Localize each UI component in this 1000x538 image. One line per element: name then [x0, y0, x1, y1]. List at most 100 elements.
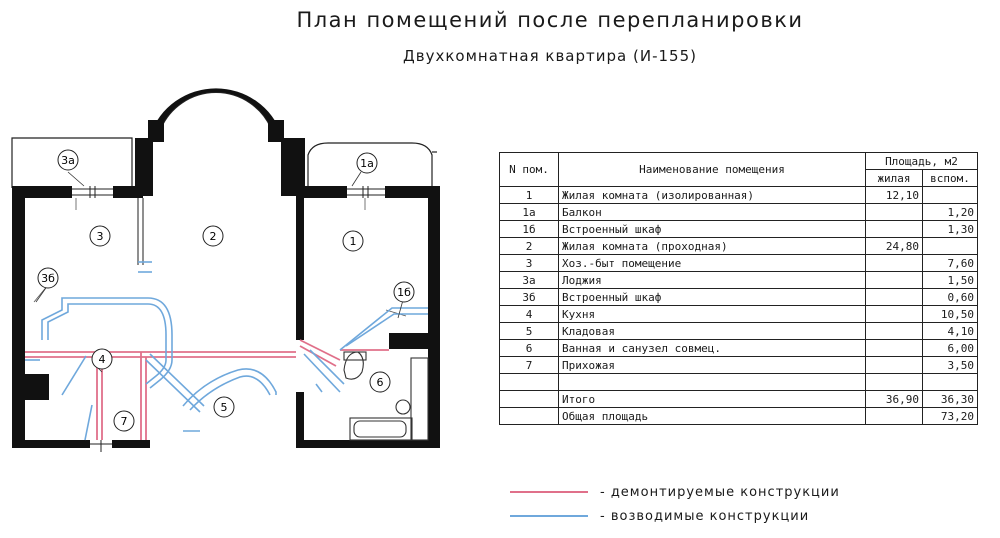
room-label-7: 7	[113, 410, 135, 432]
room-label-1a: 1а	[356, 152, 378, 174]
leader-lines	[35, 171, 404, 373]
living-area-cell	[865, 407, 923, 425]
aux-area-cell: 3,50	[922, 356, 978, 374]
room-number-cell: 3б	[499, 288, 559, 306]
room-label-text: 1а	[360, 157, 374, 170]
room-label-text: 2	[210, 230, 217, 243]
aux-area-cell	[922, 186, 978, 204]
living-area-cell	[865, 339, 923, 357]
room-number-cell: 3а	[499, 271, 559, 289]
loggia-3a-outline	[11, 137, 133, 188]
aux-area-cell	[922, 237, 978, 255]
header-room-name: Наименование помещения	[558, 152, 866, 187]
room-name-cell: Жилая комната (изолированная)	[558, 186, 866, 204]
aux-area-cell: 7,60	[922, 254, 978, 272]
room-label-2: 2	[202, 225, 224, 247]
room-name-cell	[558, 373, 866, 391]
table-row	[499, 373, 978, 391]
room-label-6: 6	[369, 371, 391, 393]
room-name-cell: Балкон	[558, 203, 866, 221]
aux-area-cell: 6,00	[922, 339, 978, 357]
room-label-text: 5	[221, 401, 228, 414]
room-number-cell	[499, 390, 559, 408]
aux-area-cell: 0,60	[922, 288, 978, 306]
room-number-cell: 3	[499, 254, 559, 272]
legend-new-label: - возводимые конструкции	[600, 508, 810, 524]
page-subtitle: Двухкомнатная квартира (И-155)	[403, 47, 697, 65]
room-number-cell: 1б	[499, 220, 559, 238]
table-header-row: N пом. Наименование помещения Площадь, м…	[499, 152, 978, 187]
room-number-cell: 7	[499, 356, 559, 374]
room-name-cell: Итого	[558, 390, 866, 408]
room-label-3: 3	[89, 225, 111, 247]
header-area: Площадь, м2	[865, 152, 978, 170]
room-number-cell	[499, 373, 559, 391]
interior-partitions	[137, 198, 429, 441]
aux-area-cell	[922, 373, 978, 391]
room-label-text: 1б	[397, 286, 411, 299]
room-name-cell: Жилая комната (проходная)	[558, 237, 866, 255]
demolished-structures	[25, 339, 389, 440]
room-label-text: 6	[377, 376, 384, 389]
room-name-cell: Кладовая	[558, 322, 866, 340]
room-labels: 3а 1а 3 2 1 3б	[37, 149, 415, 432]
room-name-cell: Хоз.-быт помещение	[558, 254, 866, 272]
living-area-cell	[865, 305, 923, 323]
aux-area-cell: 1,20	[922, 203, 978, 221]
room-number-cell: 5	[499, 322, 559, 340]
room-area-table: N пом. Наименование помещения Площадь, м…	[499, 152, 978, 425]
header-living-area: жилая	[865, 169, 923, 187]
balcony-outlines	[11, 137, 437, 188]
exterior-walls	[12, 138, 440, 448]
room-number-cell: 4	[499, 305, 559, 323]
room-label-text: 7	[121, 415, 128, 428]
room-name-cell: Кухня	[558, 305, 866, 323]
legend-demolished-line	[510, 491, 588, 493]
windows	[72, 186, 385, 452]
room-name-cell: Встроенный шкаф	[558, 288, 866, 306]
room-label-text: 4	[99, 353, 106, 366]
room-number-cell: 6	[499, 339, 559, 357]
room-label-text: 1	[350, 235, 357, 248]
legend-demolished-label: - демонтируемые конструкции	[600, 484, 840, 500]
living-area-cell	[865, 356, 923, 374]
aux-area-cell: 1,30	[922, 220, 978, 238]
new-structures	[25, 261, 428, 441]
living-area-cell: 36,90	[865, 390, 923, 408]
room-label-3a: 3а	[57, 149, 79, 171]
legend-demolished: - демонтируемые конструкции	[510, 484, 840, 500]
room-name-cell: Встроенный шкаф	[558, 220, 866, 238]
legend-new-line	[510, 515, 588, 517]
living-area-cell	[865, 254, 923, 272]
room-number-cell: 1а	[499, 203, 559, 221]
living-area-cell	[865, 203, 923, 221]
living-area-cell	[865, 288, 923, 306]
aux-area-cell: 1,50	[922, 271, 978, 289]
room-label-4: 4	[91, 348, 113, 370]
living-area-cell	[865, 322, 923, 340]
aux-area-cell: 4,10	[922, 322, 978, 340]
room-label-5: 5	[213, 396, 235, 418]
bay-window	[148, 88, 284, 142]
aux-area-cell: 73,20	[922, 407, 978, 425]
living-area-cell: 24,80	[865, 237, 923, 255]
room-name-cell: Прихожая	[558, 356, 866, 374]
header-aux-area: вспом.	[922, 169, 978, 187]
room-label-3b: 3б	[37, 267, 59, 289]
